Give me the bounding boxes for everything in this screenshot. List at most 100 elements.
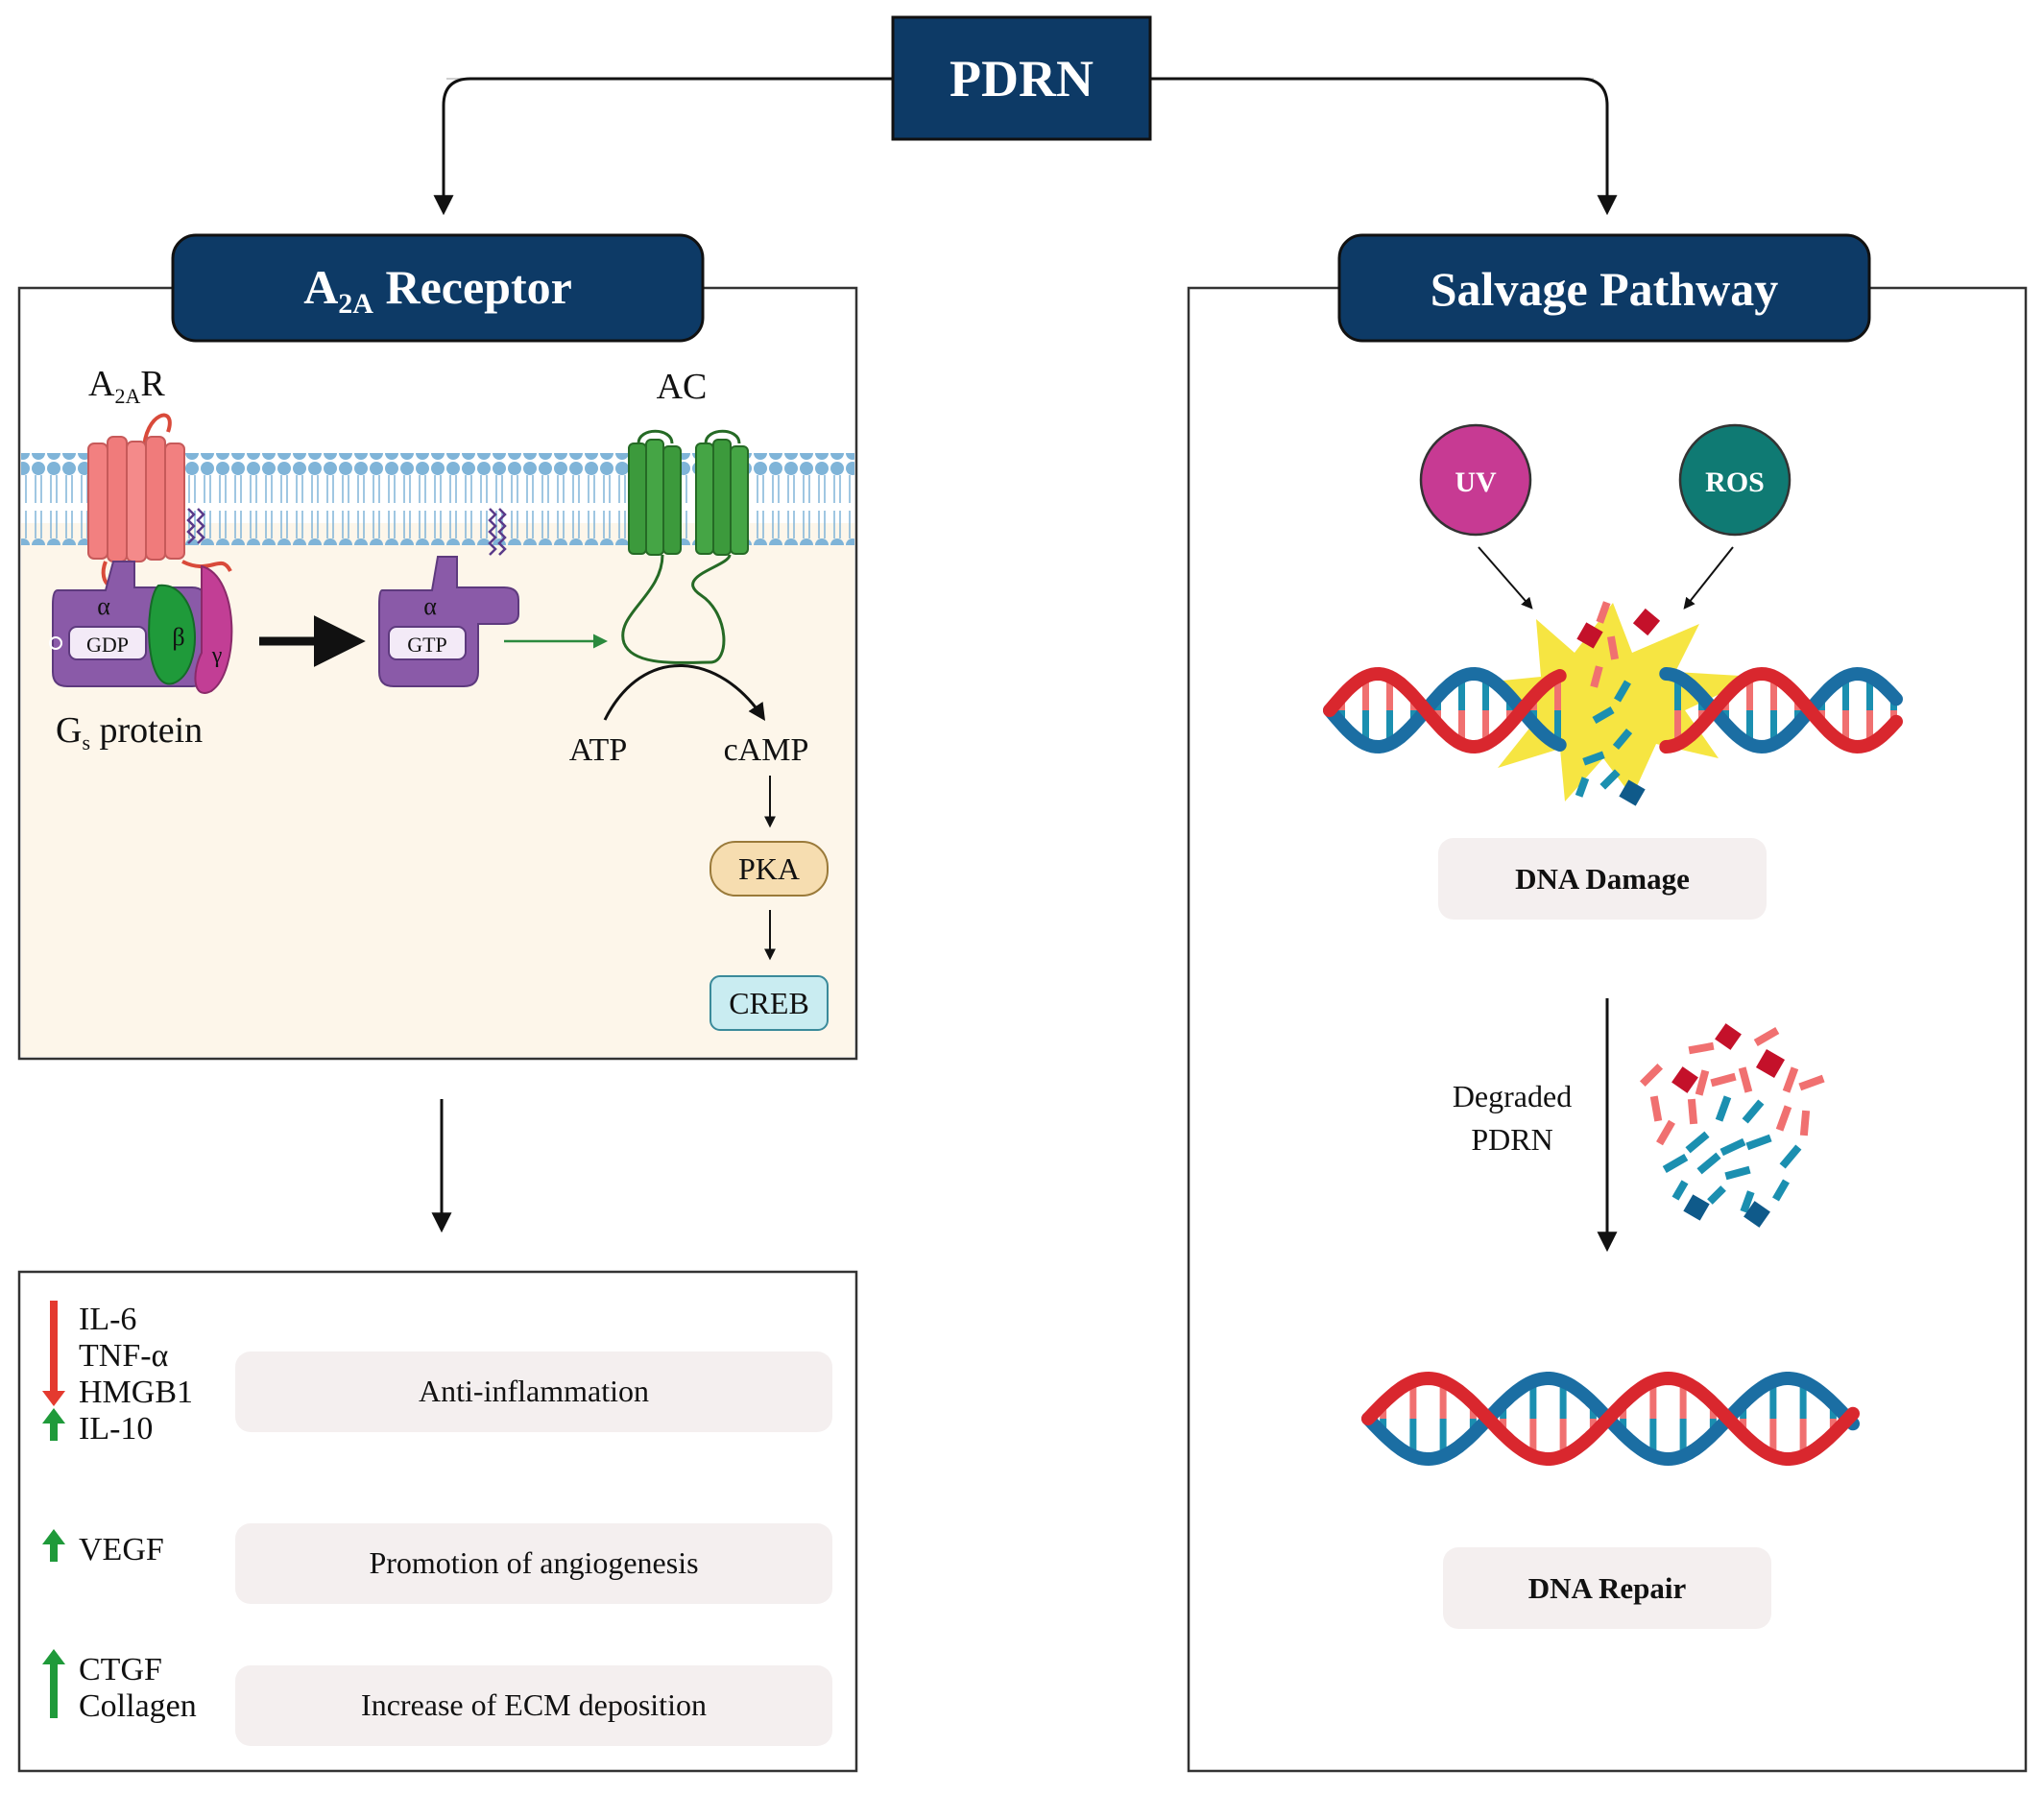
dna-fragment	[1688, 1041, 1715, 1055]
g-alpha-label: α	[97, 592, 110, 620]
dna-fragment	[1590, 665, 1603, 688]
effect-outcome-box	[235, 1665, 832, 1746]
uv-arrow	[1478, 546, 1533, 610]
g-protein-inactive	[49, 561, 233, 694]
dna-fragment	[1576, 622, 1603, 649]
dna-fragment	[1632, 608, 1661, 636]
effect-marker-label: Collagen	[79, 1688, 197, 1724]
left-panel-header: A2A Receptor	[171, 233, 705, 343]
connector-right	[1150, 77, 1618, 216]
effect-marker-label: VEGF	[79, 1532, 164, 1567]
dna-strand	[1361, 1371, 1860, 1466]
up-arrow-icon	[50, 1662, 58, 1718]
dna-fragment	[1619, 779, 1646, 806]
effect-marker-label: TNF-α	[79, 1338, 169, 1374]
dna-fragment	[1799, 1110, 1811, 1136]
header-subscript: 2A	[338, 288, 373, 320]
uv-label: UV	[1455, 466, 1497, 498]
pka-label: PKA	[738, 851, 800, 886]
ac-label: AC	[657, 367, 708, 407]
header-receptor: Receptor	[385, 260, 571, 314]
dna-fragment	[1662, 1154, 1689, 1173]
gtp-box	[388, 626, 467, 660]
effect-marker-label: HMGB1	[79, 1375, 193, 1410]
dna-fragment	[1710, 1072, 1737, 1088]
down-arrow-head-icon	[42, 1391, 65, 1406]
g-beta-label: β	[172, 623, 184, 651]
dna-fragment	[1742, 1099, 1765, 1124]
down-arrow-icon	[50, 1301, 58, 1393]
g-alpha-active-label: α	[423, 592, 437, 620]
creb-label: CREB	[729, 986, 809, 1020]
dna-damage-label: DNA Damage	[1515, 862, 1690, 896]
dna-strand	[1659, 666, 1903, 754]
dna-fragment	[1719, 1137, 1746, 1157]
gs-protein-label: Gs protein	[56, 710, 203, 754]
dna-repair-label: DNA Repair	[1528, 1571, 1687, 1605]
dna-fragment	[1707, 1185, 1726, 1205]
gtp-label: GTP	[407, 633, 447, 657]
up-arrow-head-icon	[42, 1649, 65, 1664]
repaired-dna-helix	[1361, 1371, 1860, 1467]
dna-strand	[1323, 666, 1567, 754]
dna-fragment	[1745, 1134, 1772, 1151]
up-arrow-head-icon	[42, 1529, 65, 1544]
dna-fragment	[1656, 1119, 1675, 1146]
dna-fragment	[1612, 729, 1633, 750]
gdp-label: GDP	[86, 633, 129, 657]
dna-fragment	[1639, 1063, 1664, 1088]
dna-damage-box	[1438, 838, 1767, 920]
receptor-icon	[87, 413, 232, 588]
ros-circle	[1678, 423, 1792, 537]
dna-fragment	[1596, 601, 1611, 624]
dna-fragment	[1738, 1066, 1753, 1093]
dna-repair-box	[1443, 1547, 1771, 1629]
dna-fragment	[1592, 706, 1615, 724]
dna-fragment	[1695, 1069, 1710, 1096]
atp-camp-arrow	[603, 664, 765, 722]
dna-fragment	[1671, 1180, 1689, 1201]
dna-fragment	[1798, 1074, 1825, 1091]
dna-fragment	[1696, 1152, 1721, 1175]
dna-fragment	[1755, 1048, 1786, 1079]
dna-fragment	[1715, 1095, 1732, 1122]
dna-fragment	[1671, 1066, 1698, 1093]
effect-marker-label: IL-6	[79, 1302, 136, 1337]
dna-fragment	[1599, 769, 1621, 790]
title-text: PDRN	[950, 50, 1094, 108]
dna-fragment	[1575, 777, 1590, 798]
g-gamma-label: γ	[211, 643, 223, 668]
effect-outcome-label: Promotion of angiogenesis	[369, 1545, 698, 1580]
damage-fragments	[1575, 601, 1661, 806]
camp-label: cAMP	[724, 732, 809, 768]
uv-circle	[1419, 423, 1532, 537]
dna-fragment	[1740, 1190, 1755, 1213]
dna-fragment	[1782, 1066, 1799, 1093]
effects-list: Anti-inflammationIL-6TNF-αHMGB1IL-10Prom…	[42, 1301, 832, 1746]
salvage-header-text: Salvage Pathway	[1431, 262, 1779, 316]
up-arrow-icon	[50, 1422, 58, 1441]
dna-fragment	[1715, 1023, 1742, 1050]
dna-strand	[1659, 666, 1903, 754]
adenylyl-cyclase-icon	[621, 429, 749, 664]
degraded-label-2: PDRN	[1471, 1122, 1552, 1157]
connector-left	[433, 77, 893, 216]
dna-fragment	[1724, 1165, 1751, 1181]
effect-outcome-label: Increase of ECM deposition	[361, 1687, 707, 1722]
dna-fragment	[1606, 635, 1620, 660]
dna-fragment	[1743, 1201, 1770, 1228]
header-prefix: A	[303, 260, 338, 314]
dna-fragment	[1775, 1105, 1792, 1132]
effect-marker-label: CTGF	[79, 1652, 162, 1687]
damaged-dna-helix	[1323, 666, 1903, 754]
effect-outcome-box	[235, 1523, 832, 1604]
right-panel-header: Salvage Pathway	[1337, 233, 1871, 343]
creb-box	[709, 975, 829, 1031]
ros-label: ROS	[1705, 466, 1765, 498]
up-arrow-icon	[50, 1543, 58, 1562]
dna-fragment	[1772, 1179, 1790, 1202]
ros-arrow	[1683, 546, 1734, 610]
svg-text:A2A Receptor: A2A Receptor	[303, 260, 572, 320]
dna-fragment	[1614, 680, 1631, 703]
